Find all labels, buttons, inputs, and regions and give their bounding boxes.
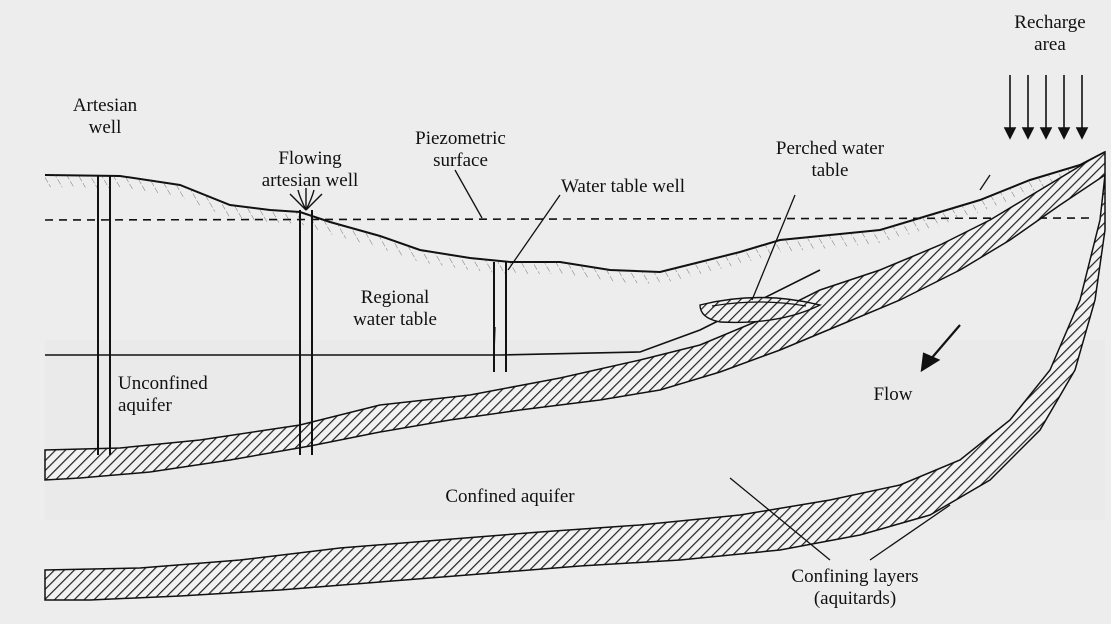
recharge-area-label: Recharge area [1005,12,1095,56]
piezo-label-line2: surface [398,150,523,172]
recharge-label-line1: Recharge [1005,12,1095,34]
recharge-label-line2: area [1005,34,1095,56]
flowing-artesian-well-label: Flowing artesian well [245,148,375,192]
unconfined-label-line1: Unconfined [118,373,238,395]
piezo-label-line1: Piezometric [398,128,523,150]
confining-layers-label: Confining layers (aquitards) [770,566,940,610]
water-table-well-label: Water table well [538,176,708,198]
flow-label: Flow [858,384,928,406]
regional-water-table-label: Regional water table [330,287,460,331]
perched-label-line1: Perched water [760,138,900,160]
artesian-label-line2: well [55,117,155,139]
confined-aquifer-label: Confined aquifer [420,486,600,508]
confining-label-line2: (aquitards) [770,588,940,610]
flowing-label-line2: artesian well [245,170,375,192]
piezometric-surface-label: Piezometric surface [398,128,523,172]
perched-label-line2: table [760,160,900,182]
unconfined-aquifer-label: Unconfined aquifer [118,373,238,417]
perched-water-table-label: Perched water table [760,138,900,182]
unconfined-label-line2: aquifer [118,395,238,417]
artesian-well-label: Artesian well [55,95,155,139]
confining-label-line1: Confining layers [770,566,940,588]
artesian-label-line1: Artesian [55,95,155,117]
regional-label-line1: Regional [330,287,460,309]
flowing-label-line1: Flowing [245,148,375,170]
regional-label-line2: water table [330,309,460,331]
